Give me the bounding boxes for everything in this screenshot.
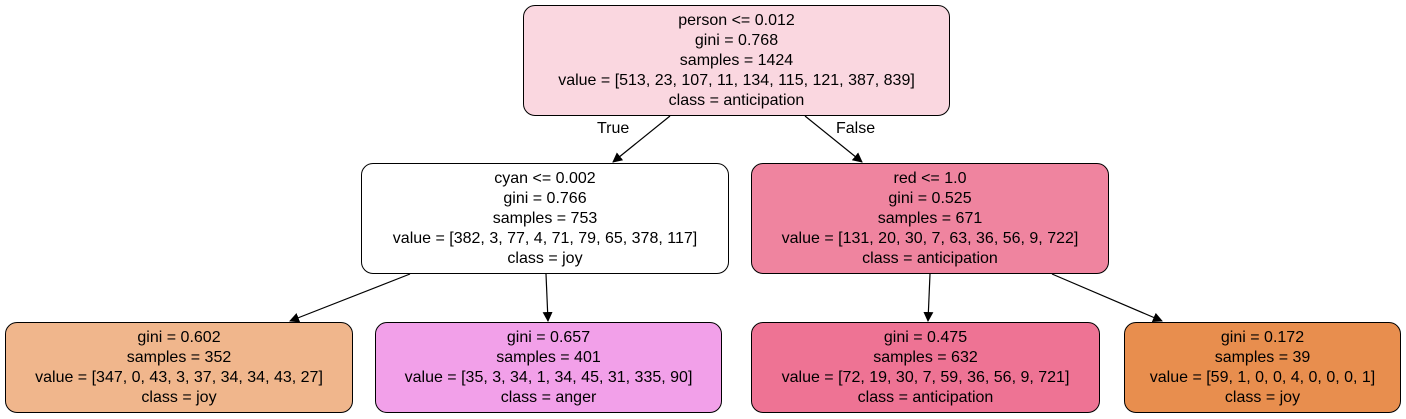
edge-root-left [612, 115, 671, 163]
node-class: class = joy [1224, 388, 1301, 406]
node-class: class = anticipation [668, 91, 805, 109]
node-gini: gini = 0.768 [694, 31, 779, 49]
node-gini: gini = 0.475 [883, 328, 968, 346]
edge-left-leftleaf [289, 273, 411, 323]
edge-root-right [804, 115, 863, 163]
tree-node-left: cyan <= 0.002 gini = 0.766 samples = 753… [361, 163, 729, 274]
node-samples: samples = 753 [492, 209, 598, 227]
node-gini: gini = 0.602 [137, 328, 221, 346]
node-samples: samples = 1424 [679, 51, 794, 69]
node-split-condition: red <= 1.0 [893, 169, 967, 187]
tree-leaf-left-left: gini = 0.602 samples = 352 value = [347,… [5, 322, 353, 413]
node-class: class = anticipation [857, 388, 994, 406]
edge-right-leftleaf [923, 273, 934, 322]
node-gini: gini = 0.657 [506, 328, 591, 346]
node-value: value = [382, 3, 77, 4, 71, 79, 65, 378,… [392, 229, 698, 247]
node-gini: gini = 0.525 [888, 189, 972, 207]
node-gini: gini = 0.766 [503, 189, 587, 207]
node-samples: samples = 401 [496, 348, 601, 366]
node-class: class = joy [507, 249, 583, 267]
node-value: value = [59, 1, 0, 0, 4, 0, 0, 0, 1] [1149, 368, 1376, 386]
tree-leaf-right-left: gini = 0.475 samples = 632 value = [72, … [751, 322, 1100, 413]
tree-leaf-left-right: gini = 0.657 samples = 401 value = [35, … [375, 322, 722, 413]
node-value: value = [35, 3, 34, 1, 34, 45, 31, 335, … [404, 368, 693, 386]
node-split-condition: cyan <= 0.002 [494, 169, 596, 187]
edge-left-rightleaf [542, 273, 553, 322]
edge-label-true: True [597, 120, 630, 137]
node-value: value = [347, 0, 43, 3, 37, 34, 34, 43, … [35, 368, 323, 386]
node-gini: gini = 0.172 [1220, 328, 1305, 346]
node-class: class = anger [500, 388, 597, 406]
node-value: value = [131, 20, 30, 7, 63, 36, 56, 9, … [781, 229, 1079, 247]
node-samples: samples = 39 [1214, 348, 1311, 366]
node-samples: samples = 352 [126, 348, 232, 366]
edge-label-false: False [836, 120, 876, 137]
node-class: class = anticipation [862, 249, 998, 267]
tree-leaf-right-right: gini = 0.172 samples = 39 value = [59, 1… [1124, 322, 1401, 413]
edge-right-rightleaf [1051, 273, 1163, 323]
node-value: value = [72, 19, 30, 7, 59, 36, 56, 9, 7… [781, 368, 1070, 386]
node-class: class = joy [141, 388, 217, 406]
tree-node-root: person <= 0.012 gini = 0.768 samples = 1… [523, 5, 950, 116]
node-samples: samples = 632 [873, 348, 978, 366]
node-split-condition: person <= 0.012 [678, 11, 795, 29]
node-samples: samples = 671 [877, 209, 983, 227]
tree-node-right: red <= 1.0 gini = 0.525 samples = 671 va… [751, 163, 1109, 274]
node-value: value = [513, 23, 107, 11, 134, 115, 121… [558, 71, 915, 89]
